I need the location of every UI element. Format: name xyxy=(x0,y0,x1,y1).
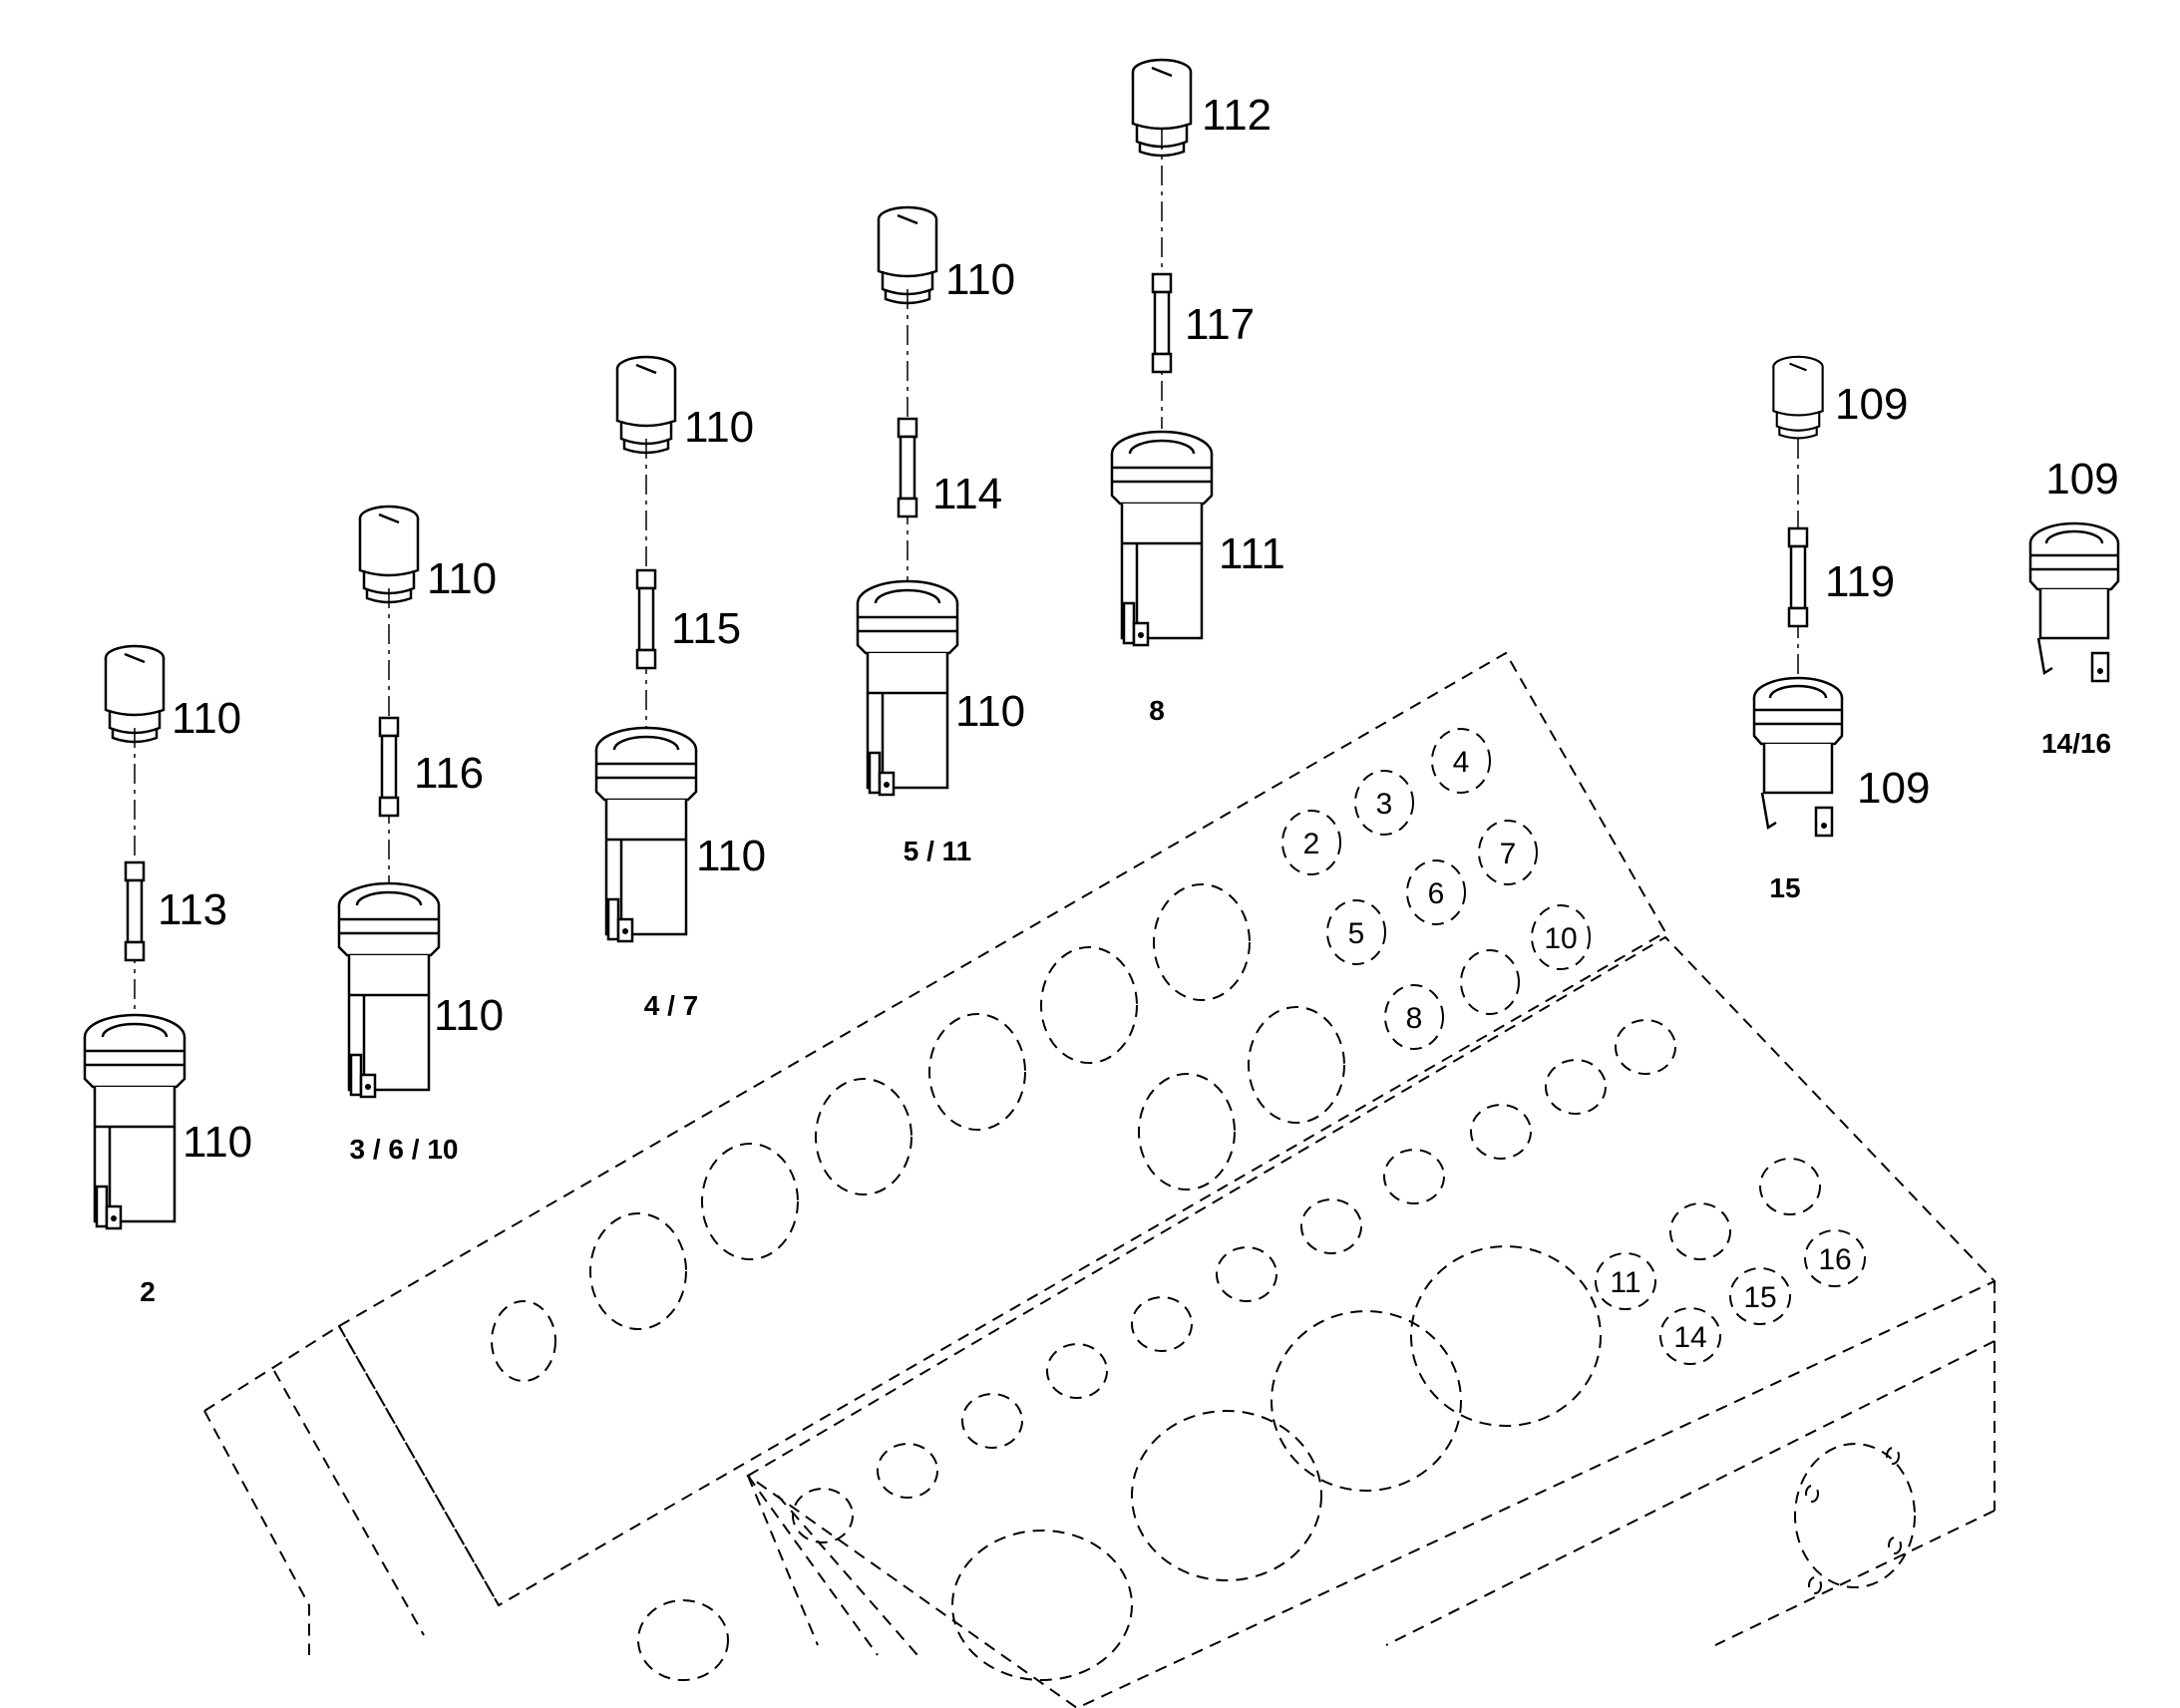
mounting-panel xyxy=(203,651,1997,1708)
fuse-part-number: 114 xyxy=(932,470,1002,518)
position-label: 5 / 11 xyxy=(904,836,972,866)
position-label: 3 / 6 / 10 xyxy=(350,1134,459,1165)
hole-number: 6 xyxy=(1428,877,1445,910)
hole-number: 4 xyxy=(1453,746,1470,779)
fuse-stack-pos-5-11: 110 114 110 5 / 11 xyxy=(856,205,1025,866)
cap-part-number: 112 xyxy=(1202,91,1272,140)
fuse-stack-pos-2: 110 113 110 2 xyxy=(83,644,252,1307)
hole-number: 16 xyxy=(1818,1243,1851,1276)
fuse-part-number: 115 xyxy=(671,604,741,653)
position-label: 2 xyxy=(140,1276,156,1307)
position-label: 15 xyxy=(1769,872,1800,903)
holder-part-number: 110 xyxy=(182,1118,252,1167)
hole-number: 2 xyxy=(1303,828,1320,860)
fuse-stack-pos-4-7: 110 115 110 4 / 7 xyxy=(594,355,766,1021)
holder-part-number: 110 xyxy=(434,991,504,1040)
assembly-part-number: 109 xyxy=(2045,455,2118,504)
position-label: 4 / 7 xyxy=(644,990,698,1021)
fuse-stack-pos-3-6-10: 110 116 110 3 / 6 / 10 xyxy=(337,505,504,1165)
position-label: 8 xyxy=(1149,695,1165,726)
hole-number: 7 xyxy=(1500,838,1517,870)
holder-part-number: 109 xyxy=(1857,764,1930,813)
position-label: 14/16 xyxy=(2041,728,2111,759)
panel-hole-numbers: 2 3 4 5 6 7 8 10 11 14 15 16 xyxy=(1303,746,1852,1354)
hole-number: 15 xyxy=(1743,1281,1776,1314)
hole-number: 10 xyxy=(1544,922,1577,955)
cap-part-number: 109 xyxy=(1835,380,1908,429)
holder-part-number: 111 xyxy=(1219,529,1285,578)
holder-part-number: 110 xyxy=(955,687,1025,736)
fuse-part-number: 113 xyxy=(158,885,227,934)
fuse-stack-pos-15: 109 119 109 15 xyxy=(1752,355,1930,903)
hole-number: 14 xyxy=(1673,1321,1706,1354)
hole-number: 8 xyxy=(1406,1002,1423,1035)
hole-number: 3 xyxy=(1376,788,1393,821)
cap-part-number: 110 xyxy=(172,694,241,743)
fuse-part-number: 116 xyxy=(414,749,484,798)
hole-number: 5 xyxy=(1348,917,1365,950)
cap-part-number: 110 xyxy=(427,554,497,603)
fuse-stack-pos-14-16: 109 14/16 xyxy=(2028,455,2120,759)
fuse-part-number: 117 xyxy=(1185,300,1255,349)
cap-part-number: 110 xyxy=(684,403,754,452)
fuse-stack-pos-8: 112 117 111 8 xyxy=(1110,58,1285,726)
hole-number: 11 xyxy=(1610,1266,1640,1299)
fuse-part-number: 119 xyxy=(1825,557,1895,606)
holder-part-number: 110 xyxy=(696,832,766,880)
cap-part-number: 110 xyxy=(945,255,1015,304)
